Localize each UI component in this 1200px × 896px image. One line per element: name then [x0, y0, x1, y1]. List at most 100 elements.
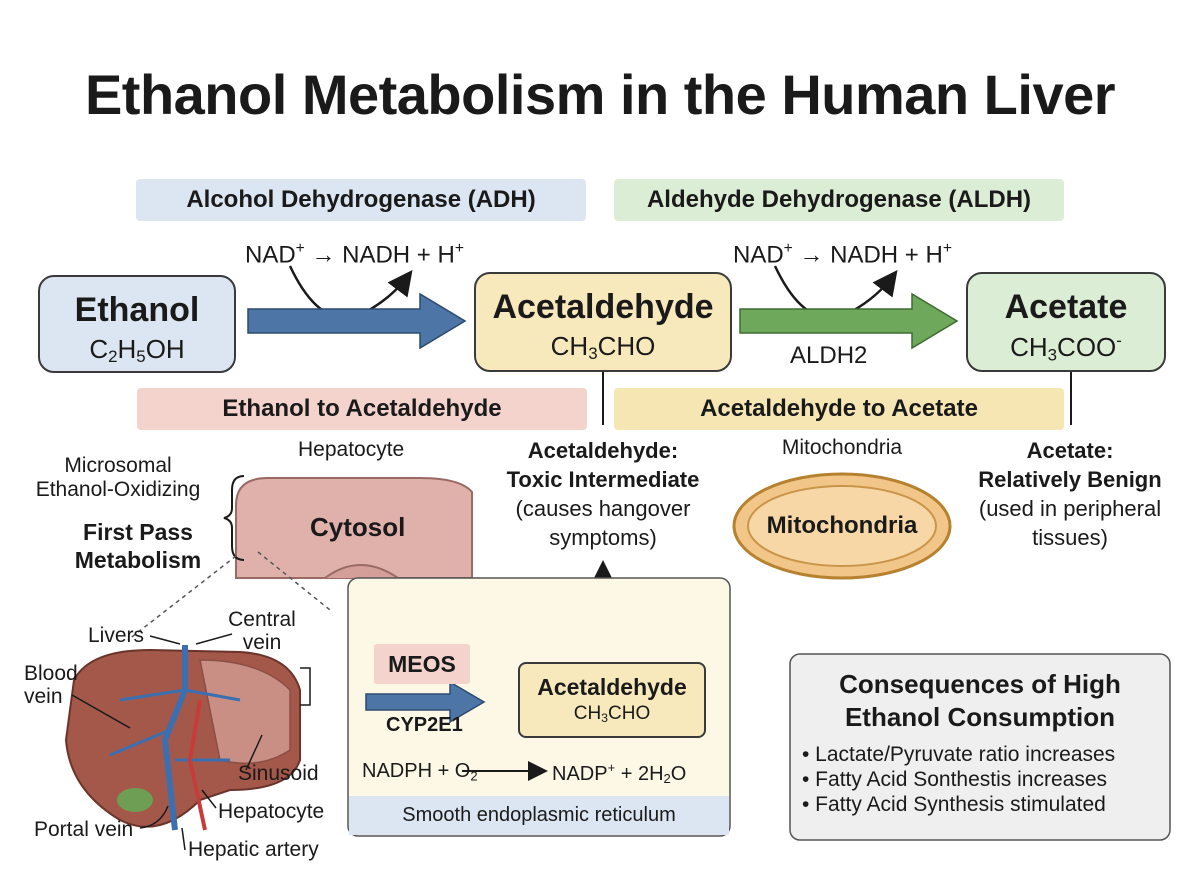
mitochondria-inner	[747, 485, 937, 567]
meos-equation-nadp: NADP	[552, 762, 608, 785]
acetate-note-line3: (used in peripheral	[978, 496, 1162, 521]
sinusoid-label: Sinusoid	[238, 762, 319, 785]
cofactor-right-h-charge: +	[942, 240, 952, 257]
cofactor-right-arrow: →	[799, 241, 824, 269]
meos-acetaldehyde-formula: CH3CHO	[520, 703, 704, 725]
meos-equation-nadp-charge: +	[607, 760, 616, 775]
meos-equation-nadph: NADPH + O	[362, 760, 471, 782]
cofactor-left-nad: NAD	[245, 241, 296, 269]
meos-equation-water-count: 2	[663, 771, 671, 787]
ethanol-formula-h-count: 5	[136, 347, 146, 367]
blood-vein-pointer	[71, 694, 131, 729]
first-pass-line1: First Pass	[83, 519, 193, 545]
hepatic-artery-pointer	[181, 827, 186, 851]
acetate-formula-ch: CH	[1010, 332, 1048, 363]
microsomal-label-line2: Ethanol-Oxidizing	[35, 478, 201, 501]
aldh-reaction-arrow	[739, 292, 959, 350]
cytosol-label: Cytosol	[310, 512, 406, 542]
toxic-line2: Toxic Intermediate	[506, 467, 700, 492]
acetaldehyde-formula-ch-count: 3	[588, 344, 598, 364]
acetate-formula-coo: COO	[1057, 332, 1117, 363]
acetaldehyde-formula: CH3CHO	[476, 331, 730, 364]
consequences-title-line1: Consequences of High	[839, 669, 1121, 699]
hepatocyte-liver-pointer	[201, 789, 217, 809]
meos-equation-water-o: O	[670, 762, 687, 785]
acetate-name: Acetate	[1004, 288, 1128, 326]
cofactor-left-nadh: NADH + H	[342, 241, 455, 269]
meos-footer-label: Smooth endoplasmic reticulum	[402, 804, 676, 826]
ethanol-formula-c: C	[89, 334, 109, 364]
cofactor-right-nad-charge: +	[783, 240, 793, 257]
toxic-intermediate-note: Acetaldehyde: Toxic Intermediate (causes…	[478, 436, 728, 552]
ethanol-formula: C2H5OH	[40, 334, 234, 367]
ethanol-formula-oh: OH	[145, 334, 185, 364]
aldh-enzyme-label: Aldehyde Dehydrogenase (ALDH)	[614, 179, 1064, 221]
meos-equation-water-h: + 2H	[615, 762, 664, 785]
gallbladder-shape	[117, 788, 153, 812]
meos-formula-ch: CH	[573, 703, 602, 724]
ethanol-formula-h: H	[117, 334, 137, 364]
cofactor-left: NAD+ → NADH + H+	[245, 240, 464, 269]
portal-vein-label: Portal vein	[34, 818, 134, 841]
meos-footer-band	[349, 796, 729, 835]
acetate-benign-note: Acetate: Relatively Benign (used in peri…	[960, 436, 1180, 552]
central-vein-line1: Central	[228, 608, 296, 631]
central-vein-label: Central vein	[222, 608, 302, 654]
livers-label: Livers	[88, 624, 145, 647]
page-title: Ethanol Metabolism in the Human Liver	[84, 63, 1116, 126]
cofactor-right: NAD+ → NADH + H+	[733, 240, 952, 269]
meos-formula-cho: CHO	[608, 703, 651, 724]
step-acetaldehyde-to-acetate: Acetaldehyde to Acetate	[614, 388, 1064, 430]
acetaldehyde-name: Acetaldehyde	[492, 288, 714, 326]
consequence-item: • Fatty Acid Synthesis stimulated	[802, 793, 1106, 816]
consequences-title: Consequences of High Ethanol Consumption	[790, 668, 1170, 734]
adh-enzyme-label: Alcohol Dehydrogenase (ADH)	[136, 179, 586, 221]
acetate-note-line4: tissues)	[1032, 525, 1108, 550]
meos-acetaldehyde-name: Acetaldehyde	[537, 674, 687, 700]
meos-equation-left: NADPH + O2	[362, 760, 478, 783]
blood-vein-label: Blood vein	[24, 662, 78, 708]
cofactor-right-nad: NAD	[733, 241, 784, 269]
microsomal-label-line1: Microsomal	[64, 454, 172, 477]
first-pass-label: First Pass Metabolism	[48, 518, 228, 574]
hepatocyte-cell-shape	[235, 477, 473, 579]
acetate-node: Acetate CH3COO-	[966, 272, 1166, 372]
acetaldehyde-formula-ch: CH	[550, 331, 589, 361]
cofactor-left-arrow: →	[311, 241, 336, 269]
hepatocyte-liver-label: Hepatocyte	[218, 800, 325, 823]
consequences-panel	[789, 653, 1171, 841]
blood-vein-line1: Blood	[24, 662, 78, 685]
consequences-title-line2: Ethanol Consumption	[844, 702, 1116, 732]
acetate-formula-charge: -	[1116, 331, 1122, 350]
acetate-note-line1: Acetate:	[1026, 438, 1114, 463]
first-pass-brace	[223, 475, 245, 561]
aldh2-label: ALDH2	[790, 342, 868, 369]
ethanol-node: Ethanol C2H5OH	[38, 275, 236, 373]
acetate-note-line2: Relatively Benign	[978, 467, 1162, 492]
toxic-line1: Acetaldehyde:	[527, 438, 679, 463]
blood-vein-line2: vein	[24, 685, 63, 708]
zoom-line-left	[127, 555, 237, 641]
central-vein-pointer	[195, 633, 233, 645]
mitochondria-caption: Mitochondria	[781, 436, 903, 459]
acetaldehyde-formula-cho: CHO	[597, 331, 656, 361]
artery-main	[187, 699, 207, 831]
toxic-line3: (causes hangover	[515, 496, 691, 521]
mitochondria-inner-label: Mitochondria	[766, 512, 918, 539]
liver-lobule-zoom	[199, 659, 291, 765]
vein-main	[161, 645, 188, 831]
consequences-list: • Lactate/Pyruvate ratio increases • Fat…	[802, 742, 1162, 817]
meos-reaction-arrow	[365, 680, 486, 724]
lobule-bracket	[300, 667, 311, 706]
hepatic-artery-label: Hepatic artery	[188, 838, 319, 861]
cofactor-left-h-charge: +	[454, 240, 464, 257]
meos-label: MEOS	[374, 644, 470, 684]
meos-formula-ch-count: 3	[601, 711, 609, 726]
adh-reaction-arrow	[247, 292, 467, 350]
central-vein-line2: vein	[242, 631, 282, 654]
portal-vein-pointer	[139, 805, 169, 829]
consequence-item: • Fatty Acid Sonthestis increases	[802, 768, 1107, 791]
hepatocyte-label: Hepatocyte	[298, 438, 405, 461]
cyp2e1-label: CYP2E1	[386, 714, 463, 736]
acetaldehyde-node: Acetaldehyde CH3CHO	[474, 272, 732, 372]
